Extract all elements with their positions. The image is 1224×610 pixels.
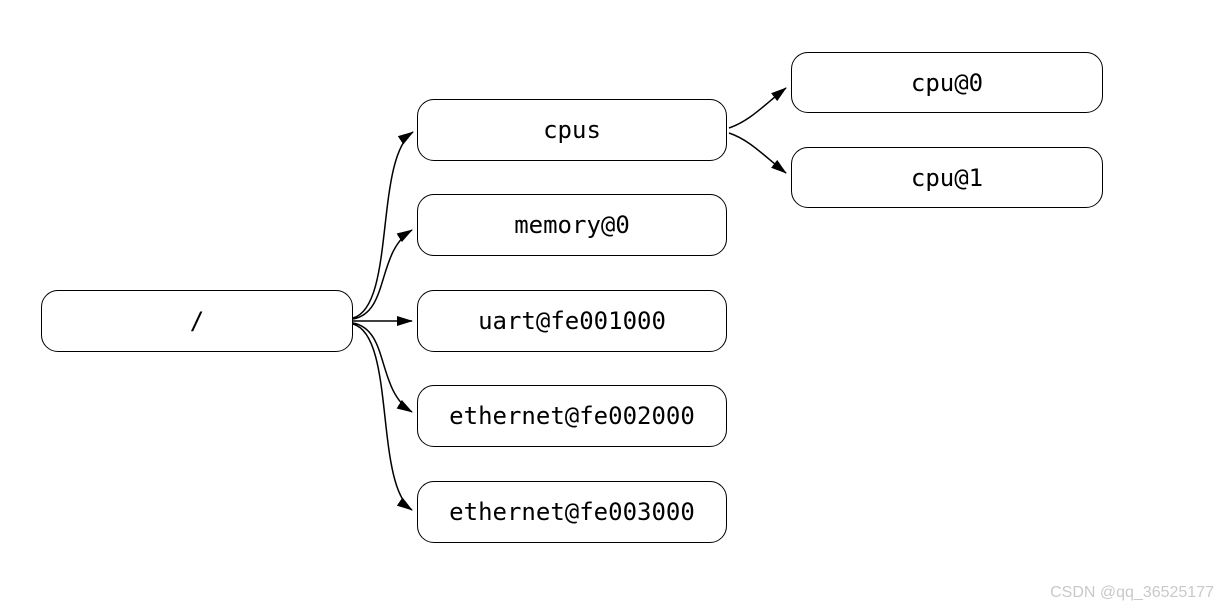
- node-memory-0: memory@0: [417, 194, 727, 256]
- csdn-watermark: CSDN @qq_36525177: [1050, 584, 1214, 601]
- node-ethernet-fe003000-label: ethernet@fe003000: [449, 498, 695, 526]
- node-root: /: [41, 290, 353, 352]
- edge-root-cpus: [352, 131, 414, 319]
- edge-root-ethernet-fe003000: [352, 323, 413, 511]
- node-cpu-1-label: cpu@1: [910, 163, 984, 192]
- edge-root-ethernet-fe002000: [352, 322, 413, 413]
- edge-root-memory: [352, 229, 413, 320]
- node-ethernet-fe002000: ethernet@fe002000: [417, 385, 727, 447]
- node-cpu-0-label: cpu@0: [910, 68, 984, 97]
- node-cpus-label: cpus: [543, 116, 601, 144]
- edge-cpus-cpu0: [728, 87, 787, 129]
- node-cpus: cpus: [417, 99, 727, 161]
- node-ethernet-fe002000-label: ethernet@fe002000: [449, 402, 695, 430]
- node-root-label: /: [189, 307, 205, 335]
- node-uart-fe001000-label: uart@fe001000: [478, 307, 666, 335]
- edge-cpus-cpu1: [728, 132, 787, 174]
- node-ethernet-fe003000: ethernet@fe003000: [417, 481, 727, 543]
- node-memory-0-label: memory@0: [514, 211, 630, 239]
- node-uart-fe001000: uart@fe001000: [417, 290, 727, 352]
- node-cpu-1: cpu@1: [791, 147, 1103, 208]
- node-cpu-0: cpu@0: [791, 52, 1103, 113]
